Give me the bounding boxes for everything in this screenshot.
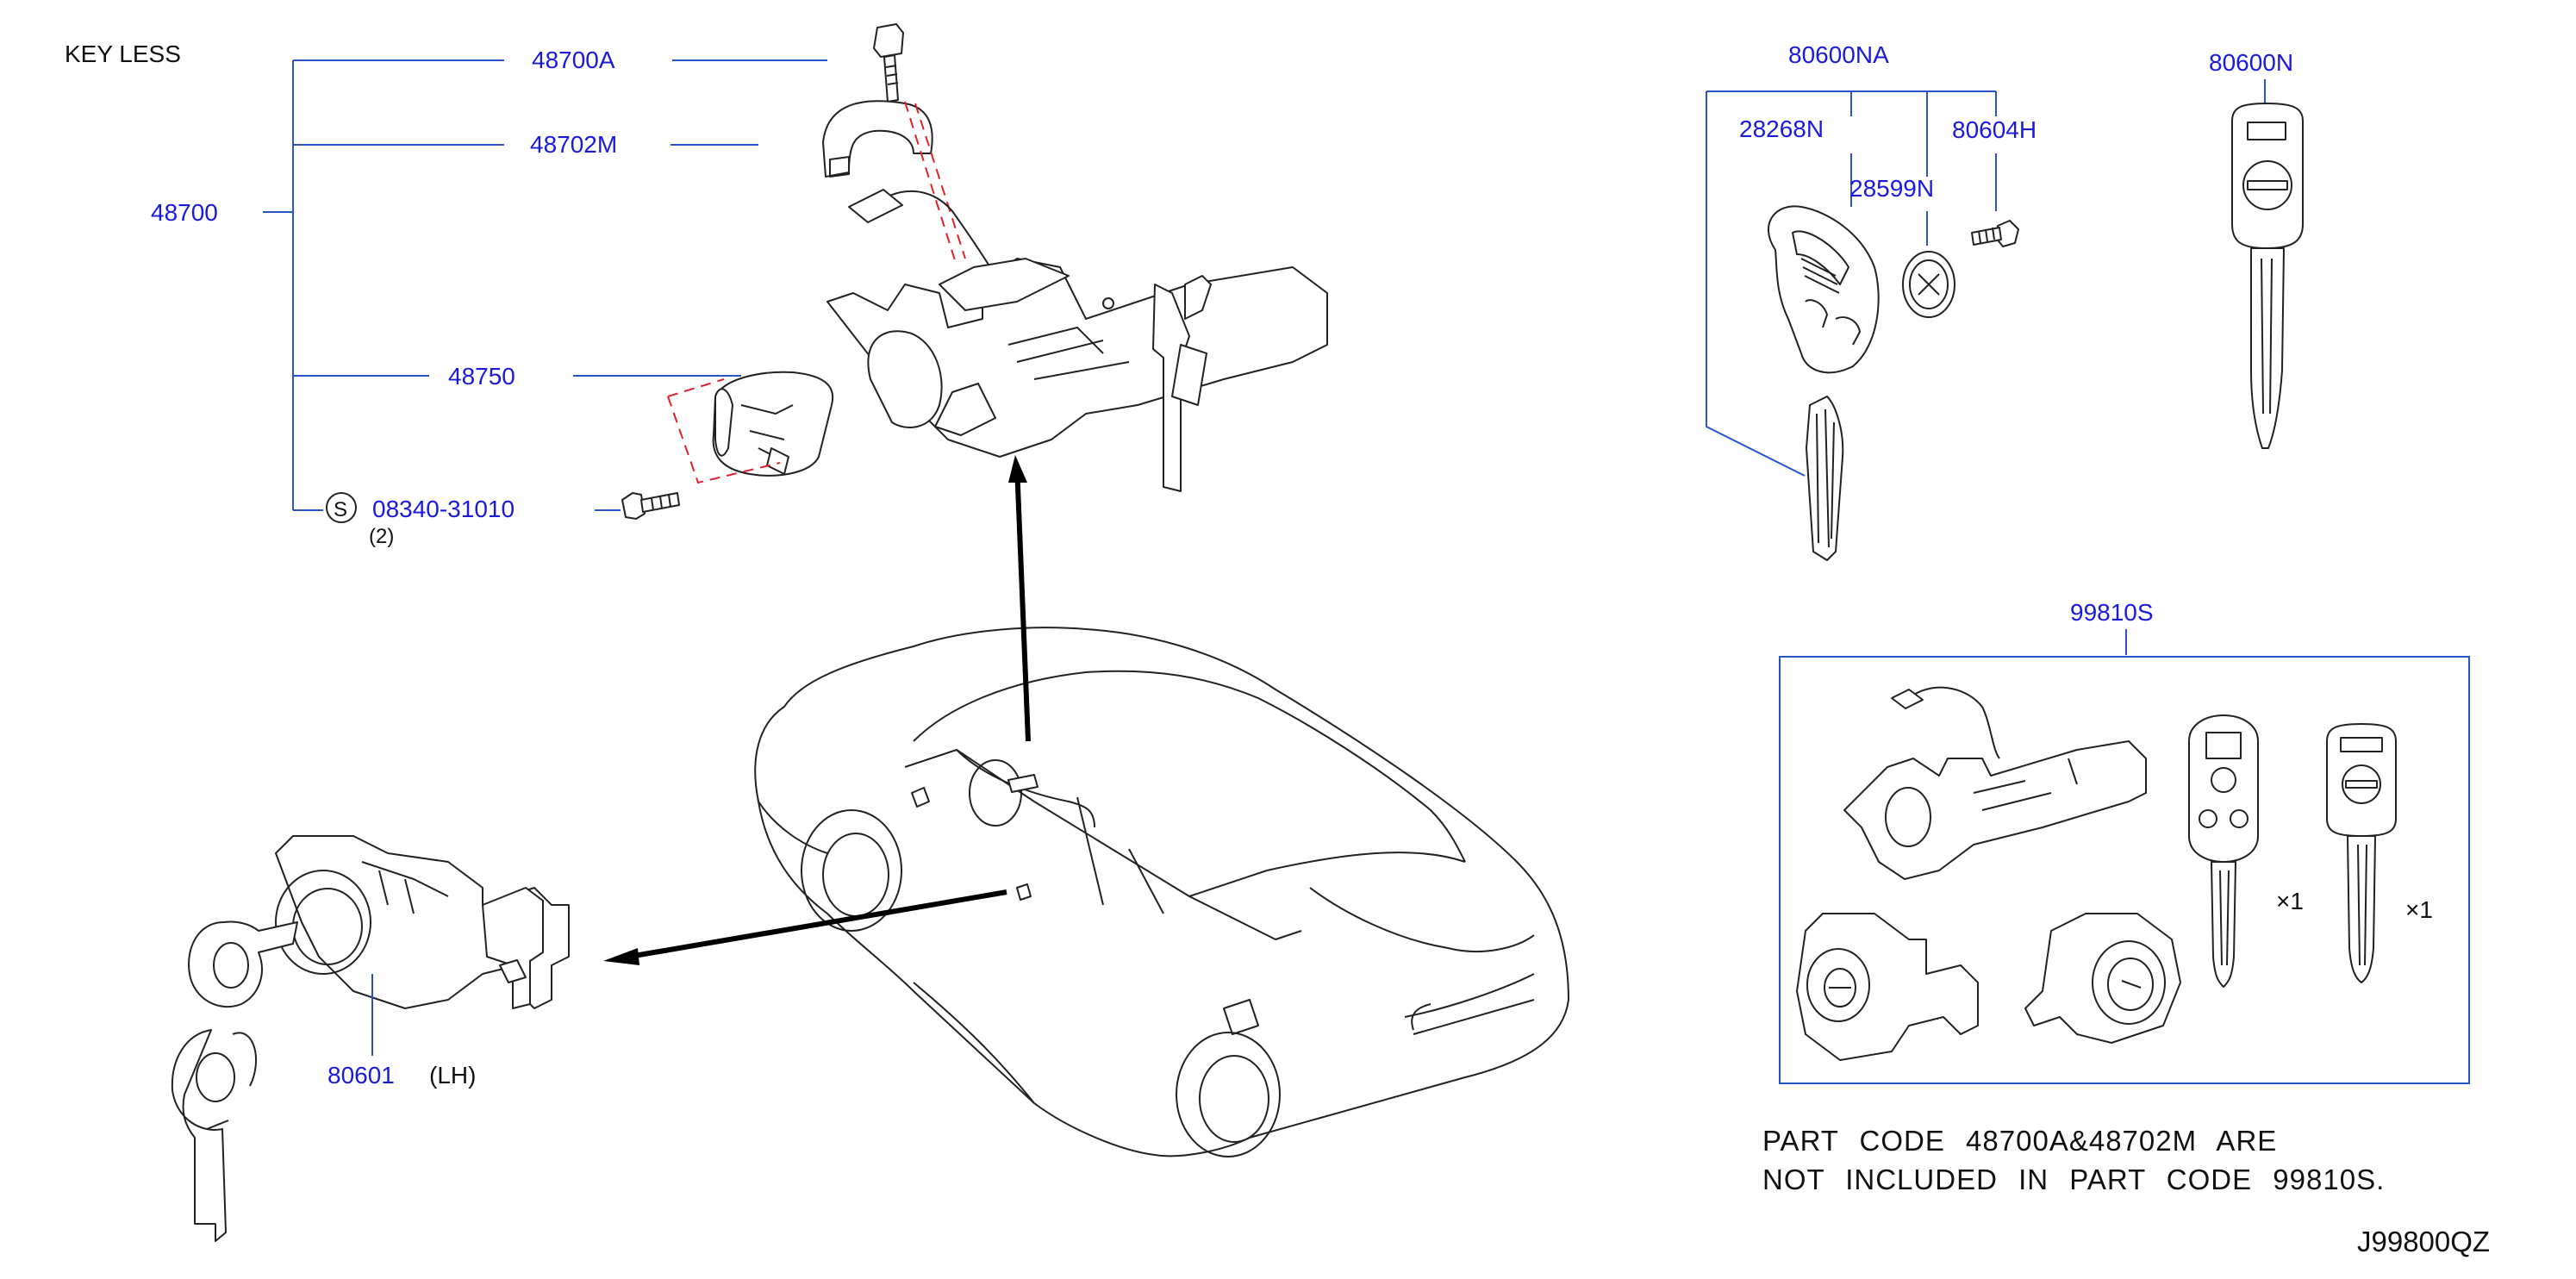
blank-key-icon[interactable] bbox=[2231, 103, 2304, 449]
kit-blank-key-icon bbox=[2326, 723, 2397, 983]
arrow-to-ignition bbox=[1014, 465, 1031, 742]
quantity-remote-key: ×1 bbox=[2276, 888, 2304, 914]
part-number-80604H[interactable]: 80604H bbox=[1952, 116, 2036, 143]
s-symbol-icon bbox=[326, 492, 357, 523]
arrow-head-ignition bbox=[1008, 455, 1027, 483]
part-number-48750[interactable]: 48750 bbox=[448, 363, 515, 390]
part-number-28599N[interactable]: 28599N bbox=[1849, 175, 1934, 202]
dashed-guide-cylinder bbox=[667, 378, 781, 484]
shear-bolt-icon[interactable] bbox=[873, 23, 904, 103]
kit-door-lock-icon bbox=[1796, 913, 1979, 1061]
battery-cell-icon[interactable] bbox=[1902, 251, 1955, 318]
quantity-label: (2) bbox=[369, 525, 394, 548]
key-less-label: KEY LESS bbox=[65, 41, 181, 67]
screw-icon[interactable] bbox=[1971, 220, 2019, 247]
diagram-code: J99800QZ bbox=[2357, 1226, 2490, 1257]
blank-key-blade-icon[interactable] bbox=[1806, 396, 1844, 561]
note-line-2: NOT INCLUDED IN PART CODE 99810S. bbox=[1762, 1164, 2385, 1195]
part-number-99810S[interactable]: 99810S bbox=[2070, 599, 2154, 626]
s-symbol-label: S bbox=[334, 498, 347, 521]
kit-remote-key-icon bbox=[2188, 714, 2259, 988]
ignition-switch-assembly-icon[interactable] bbox=[826, 189, 1328, 492]
part-number-48702M[interactable]: 48702M bbox=[530, 131, 617, 158]
arrow-head-door-lock bbox=[603, 948, 639, 965]
part-number-48700[interactable]: 48700 bbox=[151, 199, 218, 226]
part-number-48700A[interactable]: 48700A bbox=[532, 47, 615, 73]
key-cylinder-icon[interactable] bbox=[712, 371, 834, 477]
leader-tree-80600NA bbox=[1706, 90, 1997, 477]
dashed-guide-bolt bbox=[904, 101, 966, 261]
part-number-80601[interactable]: 80601 bbox=[327, 1062, 395, 1089]
screw-icon[interactable] bbox=[621, 492, 680, 520]
door-lock-cylinder-icon[interactable] bbox=[275, 835, 570, 1009]
quantity-blank-key: ×1 bbox=[2405, 896, 2433, 923]
leader-tree-48700 bbox=[263, 59, 827, 511]
part-number-80600N[interactable]: 80600N bbox=[2209, 49, 2293, 76]
arrow-to-door-lock bbox=[628, 889, 1007, 959]
vehicle-outline-icon bbox=[754, 627, 1569, 1157]
intelligent-key-remote-icon[interactable] bbox=[1767, 205, 1880, 374]
kit-ignition-switch-icon bbox=[1843, 686, 2147, 880]
part-number-08340-31010[interactable]: 08340-31010 bbox=[372, 496, 515, 522]
side-label-lh: (LH) bbox=[429, 1062, 476, 1089]
part-number-80600NA[interactable]: 80600NA bbox=[1788, 41, 1889, 68]
kit-door-lock-rh-icon bbox=[2024, 913, 2181, 1044]
door-key-icon[interactable] bbox=[171, 920, 298, 1242]
part-number-28268N[interactable]: 28268N bbox=[1739, 115, 1824, 142]
kit-99810S-box bbox=[1779, 656, 2470, 1084]
note-line-1: PART CODE 48700A&48702M ARE bbox=[1762, 1125, 2277, 1157]
